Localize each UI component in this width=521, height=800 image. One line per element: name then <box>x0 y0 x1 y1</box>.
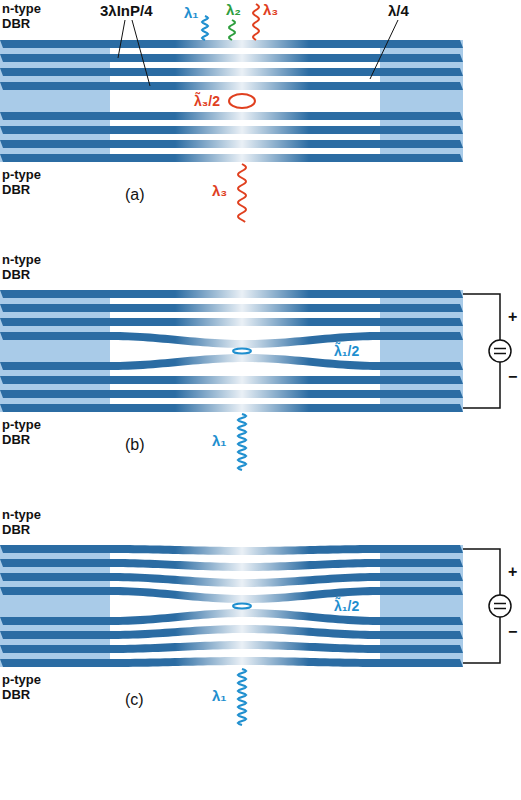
light-wave <box>202 16 208 40</box>
wire <box>463 617 500 663</box>
dbr-stack-a <box>0 38 463 164</box>
mirror-label: n-type DBR <box>2 253 54 283</box>
layer-thickness: 3λInP/4 <box>100 2 153 19</box>
leader-line <box>118 20 125 58</box>
mirror-label: p-type DBR <box>2 418 54 448</box>
optical-aperture <box>175 38 309 164</box>
optical-aperture <box>175 288 309 414</box>
wavelength-label: λ₃ <box>263 1 278 18</box>
standing-wave <box>233 604 251 609</box>
polarity-sign: + <box>508 308 517 326</box>
wire <box>463 549 500 595</box>
optical-aperture <box>175 543 309 669</box>
dc-symbol <box>494 603 506 605</box>
wire <box>463 362 500 408</box>
dbr-stack-c <box>0 543 463 669</box>
mode-label: λ̃₃/2 <box>192 93 222 109</box>
panel-label: (c) <box>125 691 144 709</box>
standing-wave <box>233 349 251 354</box>
mirror-label: n-type DBR <box>2 2 54 32</box>
light-wave <box>229 20 235 40</box>
polarity-sign: − <box>508 368 517 386</box>
dc-symbol <box>494 353 506 355</box>
light-wave <box>238 669 246 725</box>
wavelength-label: λ₂ <box>226 1 241 18</box>
leader-line <box>132 20 150 86</box>
polarity-sign: + <box>508 563 517 581</box>
mirror-label: p-type DBR <box>2 673 54 703</box>
wavelength-label: λ₁ <box>212 687 227 704</box>
dbr-stack-b <box>0 288 463 414</box>
voltage-source <box>489 340 511 362</box>
layer-thickness: λ/4 <box>388 2 409 19</box>
mirror-label: n-type DBR <box>2 508 54 538</box>
wavelength-label: λ₁ <box>212 432 227 449</box>
standing-wave <box>229 94 255 108</box>
wavelength-label: λ₃ <box>212 182 227 199</box>
panel-label: (a) <box>125 186 145 204</box>
wavelength-label: λ₁ <box>184 4 199 21</box>
voltage-source <box>489 595 511 617</box>
panel-label: (b) <box>125 436 145 454</box>
wire <box>463 294 500 340</box>
leader-line <box>370 20 398 79</box>
mode-label: λ̃₁/2 <box>332 598 361 614</box>
dc-symbol <box>494 608 506 610</box>
light-wave <box>238 164 246 222</box>
mode-label: λ̃₁/2 <box>332 343 361 359</box>
light-wave <box>238 414 246 470</box>
light-wave <box>253 4 259 40</box>
dc-symbol <box>494 348 506 350</box>
mirror-label: p-type DBR <box>2 168 54 198</box>
polarity-sign: − <box>508 623 517 641</box>
